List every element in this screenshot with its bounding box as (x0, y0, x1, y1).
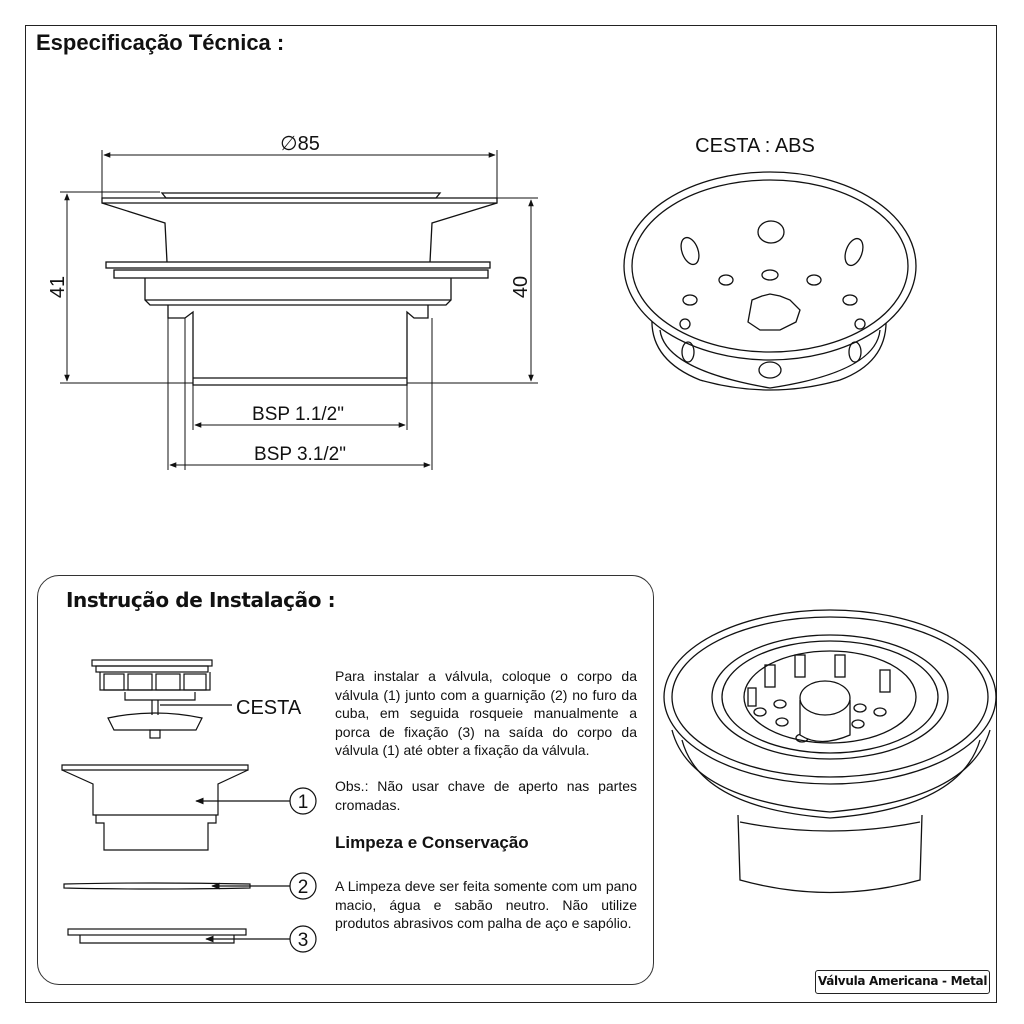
diameter-label: ∅85 (280, 133, 320, 155)
thread-inner-label: BSP 1.1/2" (252, 404, 344, 425)
height-right-label: 40 (510, 276, 532, 298)
basket-label: CESTA : ABS (695, 135, 815, 157)
part-number-3: 3 (298, 930, 309, 951)
part-number-2: 2 (298, 877, 309, 898)
dimension-lines (60, 150, 538, 468)
basket-callout: CESTA (236, 697, 302, 719)
cleaning-paragraph: A Limpeza deve ser feita somente com um … (335, 878, 637, 931)
spec-title: Especificação Técnica : (36, 30, 285, 55)
sheet-frame (25, 25, 997, 1003)
cleaning-title: Limpeza e Conservação (335, 833, 529, 852)
installation-title: Instrução de Instalação : (66, 588, 336, 612)
thread-outer-label: BSP 3.1/2" (254, 444, 346, 465)
product-perspective-view (663, 609, 997, 894)
install-exploded-view (61, 659, 317, 953)
product-name-tag: Válvula Americana - Metal (815, 970, 990, 994)
installation-panel (37, 575, 654, 985)
installation-paragraph: Para instalar a válvula, coloque o corpo… (335, 668, 637, 758)
height-left-label: 41 (47, 276, 69, 298)
basket-drawing (623, 171, 917, 391)
part-number-1: 1 (298, 792, 309, 813)
observation-paragraph: Obs.: Não usar chave de aperto nas parte… (335, 778, 637, 813)
valve-side-view (101, 192, 498, 470)
